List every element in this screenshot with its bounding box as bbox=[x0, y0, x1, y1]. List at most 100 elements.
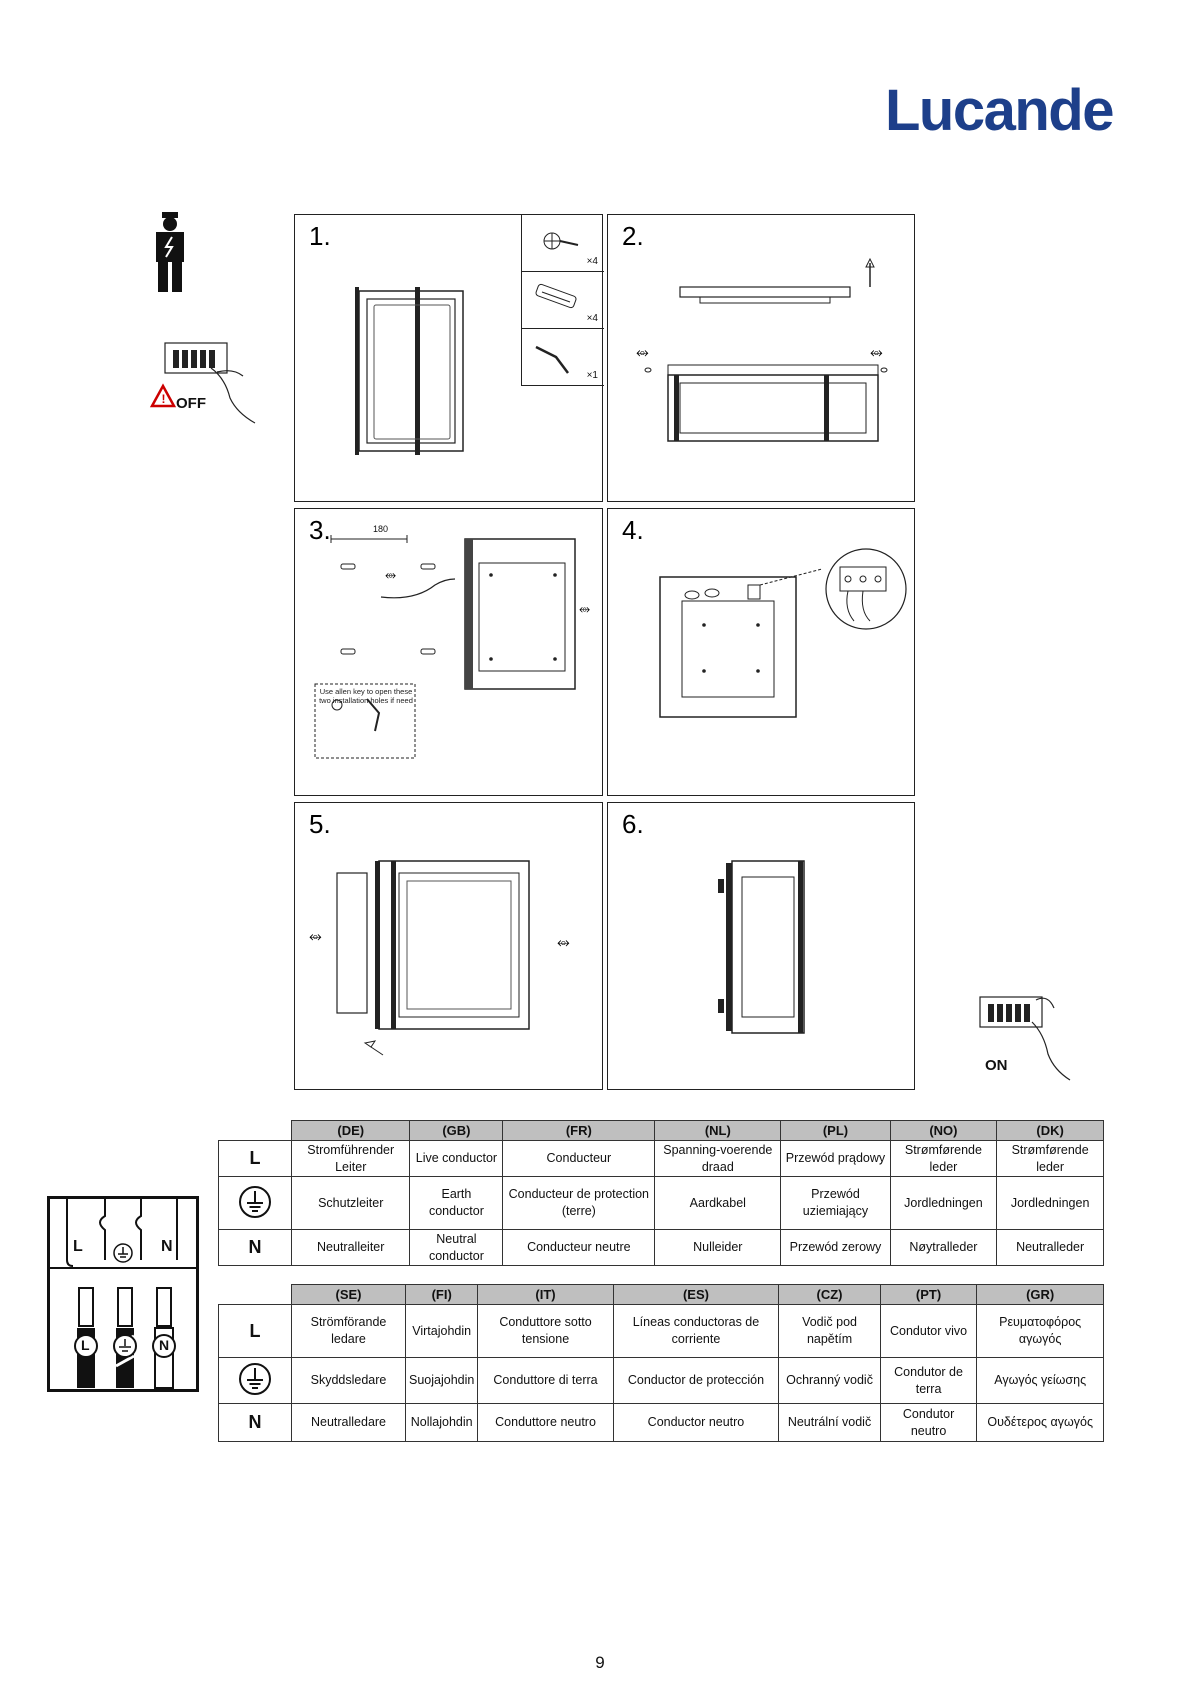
table-cell: Neutralledare bbox=[291, 1403, 406, 1442]
wall-plug-part: ×4 bbox=[522, 272, 604, 329]
wire-label-live: L bbox=[81, 1337, 90, 1353]
table-cell: Conducteur bbox=[502, 1140, 656, 1177]
table-header-row: (SE) (FI) (IT) (ES) (CZ) (PT) (GR) bbox=[218, 1284, 1104, 1305]
table-cell: Przewód uziemiający bbox=[780, 1176, 891, 1230]
table-cell: Condutor vivo bbox=[879, 1304, 978, 1358]
earth-icon bbox=[239, 1185, 271, 1218]
terminal-label-neutral: N bbox=[161, 1238, 173, 1255]
page-number: 9 bbox=[595, 1653, 605, 1672]
brand-logo: Lucande bbox=[885, 78, 1115, 143]
lang-header: (IT) bbox=[477, 1284, 614, 1305]
table-cell: Conduttore neutro bbox=[477, 1403, 614, 1442]
lang-header: (NO) bbox=[889, 1120, 998, 1141]
lang-header: (CZ) bbox=[778, 1284, 881, 1305]
table-cell: Conducteur de protection (terre) bbox=[502, 1176, 656, 1230]
step-number: 4. bbox=[622, 515, 644, 545]
table-row: L Strömförande ledare Virtajohdin Condut… bbox=[218, 1304, 1104, 1358]
table-cell: Skyddsledare bbox=[291, 1357, 406, 1404]
svg-text:!: ! bbox=[162, 392, 166, 406]
table-cell: Jordledningen bbox=[996, 1176, 1104, 1230]
lang-header: (ES) bbox=[612, 1284, 780, 1305]
table-cell: Conductor de protección bbox=[612, 1357, 780, 1404]
allen-key-note: Use allen key to open these two installa… bbox=[319, 687, 413, 705]
table-header-row: (DE) (GB) (FR) (NL) (PL) (NO) (DK) bbox=[218, 1120, 1104, 1141]
lang-header: (NL) bbox=[654, 1120, 782, 1141]
parts-box: ×4 ×4 ×1 bbox=[521, 215, 604, 386]
table-cell: Conduttore sotto tensione bbox=[477, 1304, 614, 1358]
lamp-side-illustration bbox=[718, 860, 805, 1034]
svg-text:⥈: ⥈ bbox=[579, 601, 590, 617]
neutral-symbol: N bbox=[218, 1229, 292, 1266]
table-cell: Nøytralleder bbox=[889, 1229, 998, 1266]
dimension-label: 180 bbox=[373, 524, 389, 534]
table-cell: Jordledningen bbox=[889, 1176, 998, 1230]
part-quantity: ×1 bbox=[586, 370, 598, 381]
table-cell: Conductor neutro bbox=[612, 1403, 780, 1442]
step-number: 1. bbox=[309, 221, 331, 251]
table-cell: Vodič pod napětím bbox=[778, 1304, 881, 1358]
breaker-on-icon bbox=[979, 996, 1071, 1081]
terminal-label-live: L bbox=[73, 1238, 83, 1255]
table-cell: Neutralleiter bbox=[290, 1229, 411, 1266]
table-cell: Neutrální vodič bbox=[778, 1403, 881, 1442]
table-row: N Neutralledare Nollajohdin Conduttore n… bbox=[218, 1403, 1104, 1442]
lang-header: (PT) bbox=[879, 1284, 978, 1305]
svg-text:⥈: ⥈ bbox=[309, 926, 322, 945]
table-row: Skyddsledare Suojajohdin Conduttore di t… bbox=[218, 1357, 1104, 1404]
table-cell: Przewód zerowy bbox=[780, 1229, 891, 1266]
lang-header: (GB) bbox=[409, 1120, 504, 1141]
wall-mount-illustration: ⥈ ⥈ bbox=[314, 535, 590, 759]
conductor-table-1: (DE) (GB) (FR) (NL) (PL) (NO) (DK) L Str… bbox=[218, 1120, 1104, 1266]
table-cell: Conducteur neutre bbox=[502, 1229, 656, 1266]
table-cell: Ρευματοφόρος αγωγός bbox=[976, 1304, 1104, 1358]
step-number: 6. bbox=[622, 809, 644, 839]
table-cell: Nollajohdin bbox=[404, 1403, 479, 1442]
table-cell: Líneas conductoras de corriente bbox=[612, 1304, 780, 1358]
table-cell: Earth conductor bbox=[409, 1176, 504, 1230]
table-row: Schutzleiter Earth conductor Conducteur … bbox=[218, 1176, 1104, 1230]
breaker-off-icon: ! bbox=[149, 342, 256, 424]
step-1-panel: 1. ×4 ×4 ×1 bbox=[294, 214, 604, 502]
table-cell: Neutralleder bbox=[996, 1229, 1104, 1266]
step-3-panel: 3. 180 ⥈ ⥈ Use allen key to open these t… bbox=[294, 508, 603, 796]
table-cell: Nulleider bbox=[654, 1229, 782, 1266]
table-cell: Ουδέτερος αγωγός bbox=[976, 1403, 1104, 1442]
step-number: 2. bbox=[622, 221, 644, 251]
part-quantity: ×4 bbox=[586, 256, 598, 267]
allen-key-part: ×1 bbox=[522, 329, 604, 385]
table-cell: Strømførende leder bbox=[889, 1140, 998, 1177]
lamp-disassembly-illustration: ⥈ ⥈ bbox=[636, 257, 888, 442]
screw-icon bbox=[543, 232, 579, 250]
wire-label-neutral: N bbox=[159, 1337, 170, 1353]
lang-header: (PL) bbox=[780, 1120, 891, 1141]
lamp-reassembly-illustration: ⥈ ⥈ bbox=[309, 860, 570, 1056]
table-cell: Aardkabel bbox=[654, 1176, 782, 1230]
table-cell: Strömförande ledare bbox=[291, 1304, 406, 1358]
table-cell: Suojajohdin bbox=[404, 1357, 479, 1404]
electrician-icon bbox=[156, 212, 184, 292]
lang-header: (FR) bbox=[502, 1120, 656, 1141]
screw-part: ×4 bbox=[522, 215, 604, 272]
table-cell: Schutzleiter bbox=[290, 1176, 411, 1230]
live-symbol: L bbox=[218, 1304, 292, 1358]
table-cell: Przewód prądowy bbox=[780, 1140, 891, 1177]
table-cell: Spanning-voerende draad bbox=[654, 1140, 782, 1177]
earth-symbol-cell bbox=[218, 1176, 292, 1230]
step-6-panel: 6. bbox=[607, 802, 915, 1090]
svg-text:⥈: ⥈ bbox=[870, 342, 883, 361]
svg-text:⥈: ⥈ bbox=[557, 932, 570, 951]
earth-symbol-cell bbox=[218, 1357, 292, 1404]
svg-text:⥈: ⥈ bbox=[636, 342, 649, 361]
table-cell: Virtajohdin bbox=[404, 1304, 479, 1358]
lang-header: (GR) bbox=[976, 1284, 1104, 1305]
conductor-table-2: (SE) (FI) (IT) (ES) (CZ) (PT) (GR) L Str… bbox=[218, 1284, 1104, 1442]
table-row: L Stromführender Leiter Live conductor C… bbox=[218, 1140, 1104, 1177]
terminal-block-diagram bbox=[47, 1196, 199, 1392]
step-number: 3. bbox=[309, 515, 331, 545]
lang-header: (DK) bbox=[996, 1120, 1104, 1141]
table-cell: Conduttore di terra bbox=[477, 1357, 614, 1404]
table-cell: Strømførende leder bbox=[996, 1140, 1104, 1177]
live-symbol: L bbox=[218, 1140, 292, 1177]
svg-text:⥈: ⥈ bbox=[385, 567, 396, 583]
table-cell: Condutor de terra bbox=[879, 1357, 978, 1404]
